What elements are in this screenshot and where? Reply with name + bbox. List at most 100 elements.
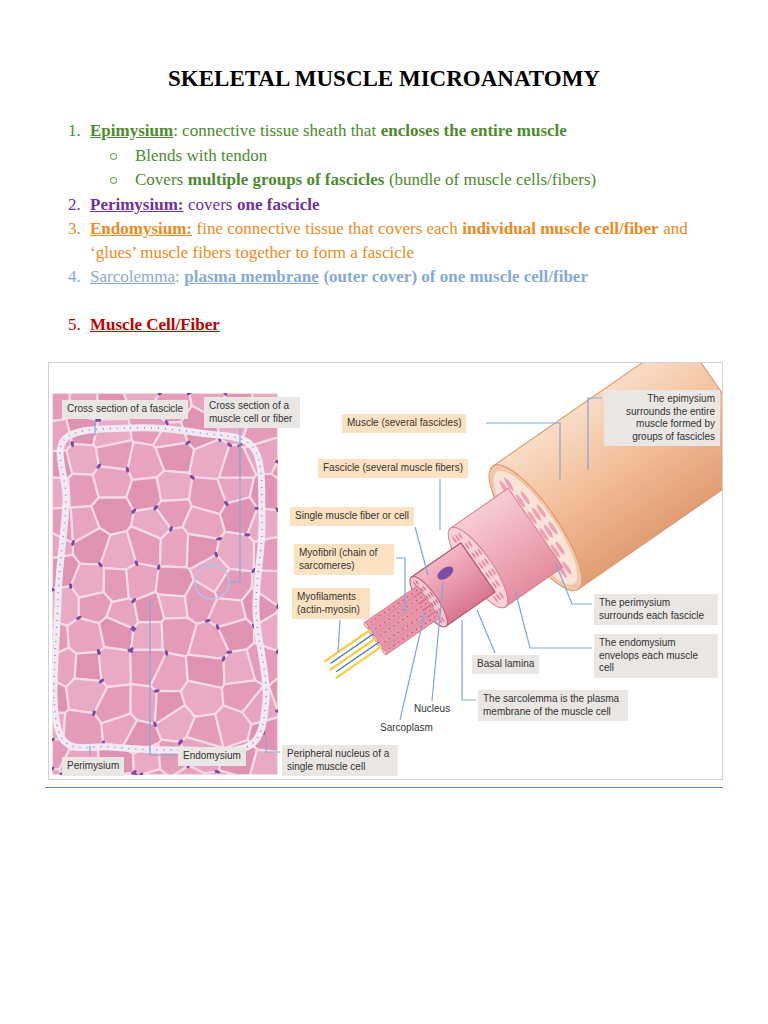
muscle-cell	[75, 652, 102, 681]
section-dot	[467, 540, 474, 549]
label-text: Endomysium	[183, 750, 241, 763]
perimysium-band	[54, 428, 266, 751]
muscle-cell	[99, 617, 133, 651]
list-number: 3.	[68, 217, 81, 241]
list-text: covers	[188, 195, 232, 214]
callout-box: Cross section of a fascicle	[62, 400, 188, 419]
list-text: (outer cover) of one muscle cell/fiber	[323, 267, 588, 286]
cell-nucleus	[164, 650, 169, 657]
muscle-cell	[150, 653, 188, 691]
section-dot	[476, 547, 483, 556]
myofibril	[382, 612, 439, 655]
sarcomere-marks	[366, 589, 419, 626]
leader-line	[415, 527, 428, 575]
myofilament	[336, 642, 379, 672]
leader-line	[266, 738, 280, 752]
cell-nucleus	[276, 603, 278, 610]
muscle-tube	[287, 363, 722, 732]
list-item: Sarcolemma:plasma membrane(outer cover) …	[90, 265, 718, 289]
muscle-cell	[157, 471, 193, 501]
section-dot	[494, 579, 501, 588]
cell-nucleus	[223, 500, 229, 507]
bullet-mark	[110, 177, 117, 184]
list-text: individual muscle cell/fiber	[462, 219, 658, 238]
cell-nucleus	[275, 648, 278, 655]
cell-nucleus	[153, 504, 159, 511]
cell-nucleus	[178, 739, 184, 746]
section-dot	[535, 503, 548, 519]
label-text: The sarcolemma is the plasma membrane of…	[483, 693, 623, 718]
section-dot	[422, 585, 427, 591]
cell-nucleus	[75, 615, 82, 621]
label-text: Perimysium	[67, 760, 119, 773]
part-label: Sarcoplasm	[378, 722, 435, 735]
leader-line	[588, 398, 602, 470]
myofilaments	[324, 630, 381, 678]
cell-nucleus	[204, 618, 211, 622]
section-dot	[547, 520, 560, 536]
callout-box: Perimysium	[62, 757, 124, 776]
cell-nucleus	[275, 458, 278, 464]
list-text: plasma membrane	[184, 267, 319, 286]
list-number: 2.	[68, 193, 81, 217]
section-dot	[440, 616, 445, 622]
cell-nucleus	[226, 650, 232, 654]
leader-line	[555, 562, 592, 604]
muscle-cell	[269, 678, 278, 711]
section-dot	[498, 591, 505, 600]
callout-box: Cross section of a muscle cell or fiber	[204, 397, 300, 428]
list-text: one fascicle	[237, 195, 320, 214]
leader-line	[150, 600, 176, 755]
figure-frame	[49, 363, 723, 780]
label-text: The perimysium surrounds each fascicle	[599, 597, 713, 622]
cell-nucleus	[97, 561, 103, 568]
cell-nucleus	[131, 508, 137, 515]
label-text: Cross section of a fascicle	[67, 403, 183, 416]
cell-nucleus	[216, 537, 223, 541]
page-title: SKELETAL MUSCLE MICROANATOMY	[0, 66, 768, 92]
list-text: encloses the entire muscle	[381, 121, 567, 140]
cell-nucleus	[52, 737, 55, 742]
cell-nucleus	[244, 533, 250, 537]
callout-box: The sarcolemma is the plasma membrane of…	[478, 690, 628, 721]
list-item: Muscle Cell/Fiber	[90, 313, 718, 337]
muscle-illustration	[287, 363, 722, 732]
section-dot	[457, 532, 464, 541]
section-dot	[429, 591, 434, 597]
muscle-cell	[93, 466, 132, 498]
cell-nucleus	[134, 560, 139, 567]
part-label: Nucleus	[412, 703, 452, 716]
muscle-cell	[131, 622, 162, 650]
list-text: (bundle of muscle cells/fibers)	[389, 170, 596, 189]
list-text: Blends with tendon	[135, 146, 267, 165]
list-text: fine connective tissue that covers each	[197, 219, 458, 238]
list-item: Perimysium:coversone fascicle	[90, 193, 718, 217]
section-dot	[483, 557, 490, 566]
label-text: Cross section of a muscle cell or fiber	[209, 400, 295, 425]
part-label-box: Single muscle fiber or cell	[290, 507, 414, 526]
section-dot	[519, 490, 532, 506]
part-label-box: Myofibril (chain of sarcomeres)	[294, 544, 394, 575]
cell-nucleus	[133, 772, 140, 775]
fiber-nucleus	[435, 564, 455, 582]
leader-line	[486, 423, 560, 480]
cell-nucleus	[275, 507, 278, 514]
label-text: Myofilaments (actin-myosin)	[297, 591, 365, 616]
cell-nucleus	[214, 551, 219, 558]
leader-line	[477, 610, 495, 653]
cell-nucleus	[98, 678, 105, 684]
cell-nucleus	[138, 772, 144, 775]
rule-line	[45, 787, 723, 788]
muscle-cell	[141, 769, 167, 775]
callout-box: Peripheral nucleus of a single muscle ce…	[282, 745, 398, 776]
cell-nucleus	[92, 710, 97, 717]
muscle-cell	[250, 750, 278, 775]
cell-nucleus	[96, 649, 101, 656]
callout-box: The perimysium surrounds each fascicle	[594, 594, 718, 625]
myofilament	[336, 646, 382, 678]
cell-nucleus	[128, 647, 134, 654]
muscle-cell	[158, 594, 188, 618]
section-dot	[434, 599, 439, 605]
list-item: Epimysium: connective tissue sheath that…	[90, 119, 718, 143]
label-text: Fascicle (several muscle fibers)	[323, 462, 463, 475]
